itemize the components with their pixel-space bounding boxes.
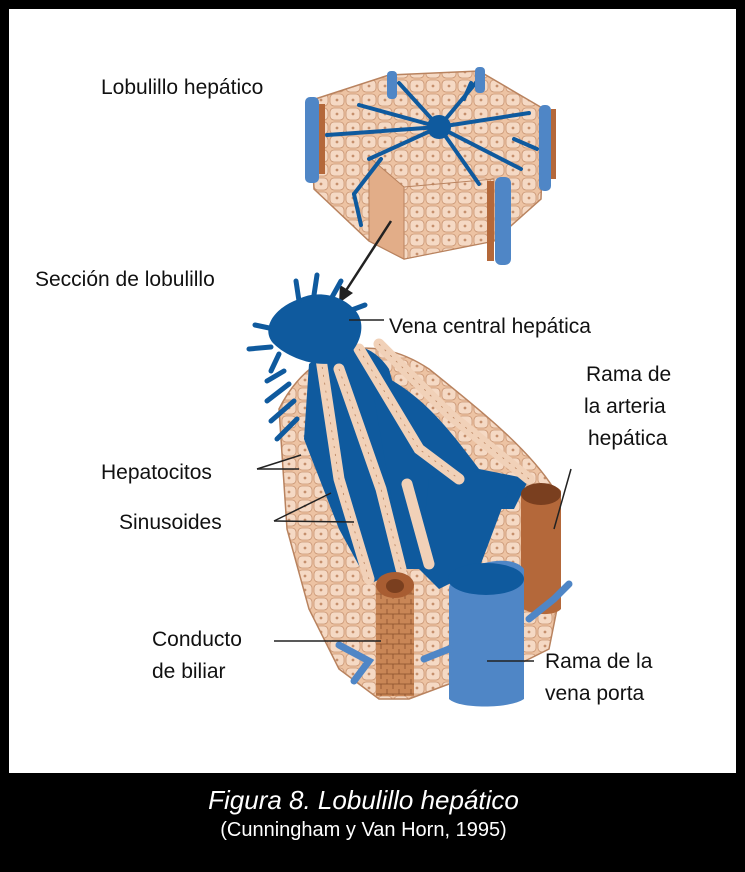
label-portal-vein-line2: vena porta — [545, 680, 644, 707]
figure-caption: Figura 8. Lobulillo hepático (Cunningham… — [0, 773, 727, 863]
label-lobule: Lobulillo hepático — [101, 74, 263, 101]
caption-source: (Cunningham y Van Horn, 1995) — [0, 817, 727, 843]
label-sinusoids: Sinusoides — [119, 509, 222, 536]
label-hepatic-artery-line1: Rama de — [586, 361, 671, 388]
hepatic-lobule-drawing — [305, 67, 556, 265]
figure-canvas: Lobulillo hepático Sección de lobulillo … — [9, 9, 736, 773]
label-bile-duct-line1: Conducto — [152, 626, 242, 653]
caption-title: Figura 8. Lobulillo hepático — [0, 783, 727, 817]
label-central-vein: Vena central hepática — [389, 313, 591, 340]
label-lobule-section: Sección de lobulillo — [35, 266, 215, 293]
label-hepatocytes: Hepatocitos — [101, 459, 212, 486]
label-portal-vein-line1: Rama de la — [545, 648, 652, 675]
label-hepatic-artery-line3: hepática — [588, 425, 667, 452]
label-hepatic-artery-line2: la arteria — [584, 393, 666, 420]
label-bile-duct-line2: de biliar — [152, 658, 226, 685]
